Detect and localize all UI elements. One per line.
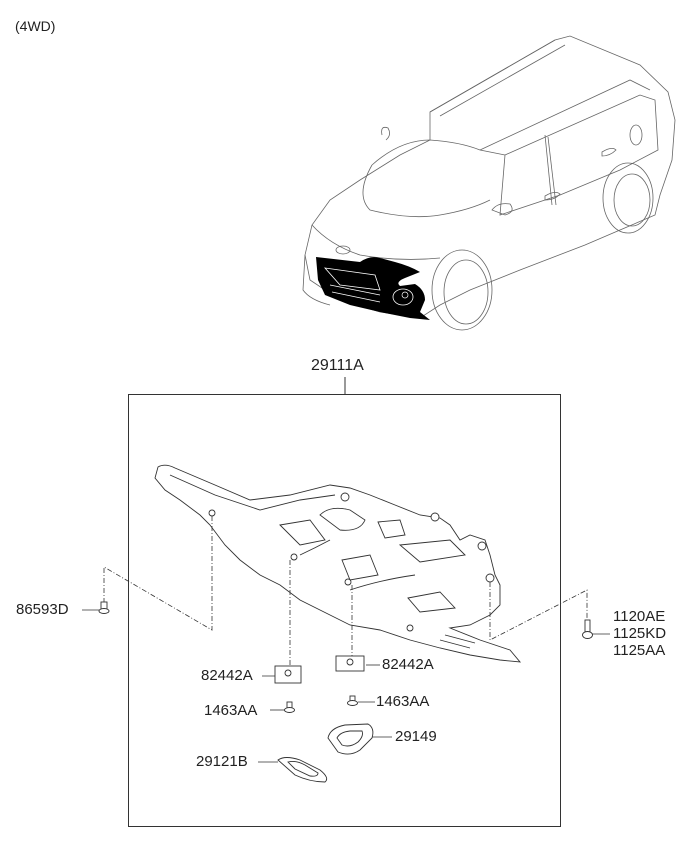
screw-1463aa-left-icon[interactable] [284, 701, 295, 713]
part-label-29149[interactable]: 29149 [395, 728, 437, 745]
under-cover-panel[interactable] [154, 464, 522, 663]
cover-29121b-icon[interactable] [277, 757, 328, 783]
part-label-82442a-left[interactable]: 82442A [201, 667, 253, 684]
variant-label: (4WD) [15, 18, 56, 34]
part-label-1120ae[interactable]: 1120AE [613, 608, 666, 625]
screw-1463aa-right-icon[interactable] [347, 695, 358, 706]
cover-29149-icon[interactable] [327, 723, 374, 755]
part-label-86593d[interactable]: 86593D [16, 601, 69, 618]
part-label-1125kd[interactable]: 1125KD [613, 625, 667, 642]
nut-82442a-right-icon[interactable] [335, 655, 365, 672]
bolt-1120ae-icon[interactable] [582, 619, 593, 639]
leader-lines [82, 516, 610, 763]
highlighted-bumper [316, 257, 430, 320]
part-label-1463aa-left[interactable]: 1463AA [204, 702, 258, 719]
nut-82442a-left-icon[interactable] [274, 665, 302, 684]
assembly-label[interactable]: 29111A [311, 357, 364, 374]
clip-86593d-icon[interactable] [98, 601, 110, 614]
part-label-1463aa-right[interactable]: 1463AA [376, 693, 430, 710]
part-label-1125aa[interactable]: 1125AA [613, 642, 666, 659]
vehicle-illustration [302, 35, 676, 331]
part-label-82442a-right[interactable]: 82442A [382, 656, 434, 673]
part-label-29121b[interactable]: 29121B [196, 753, 248, 770]
assembly-box [128, 377, 561, 827]
